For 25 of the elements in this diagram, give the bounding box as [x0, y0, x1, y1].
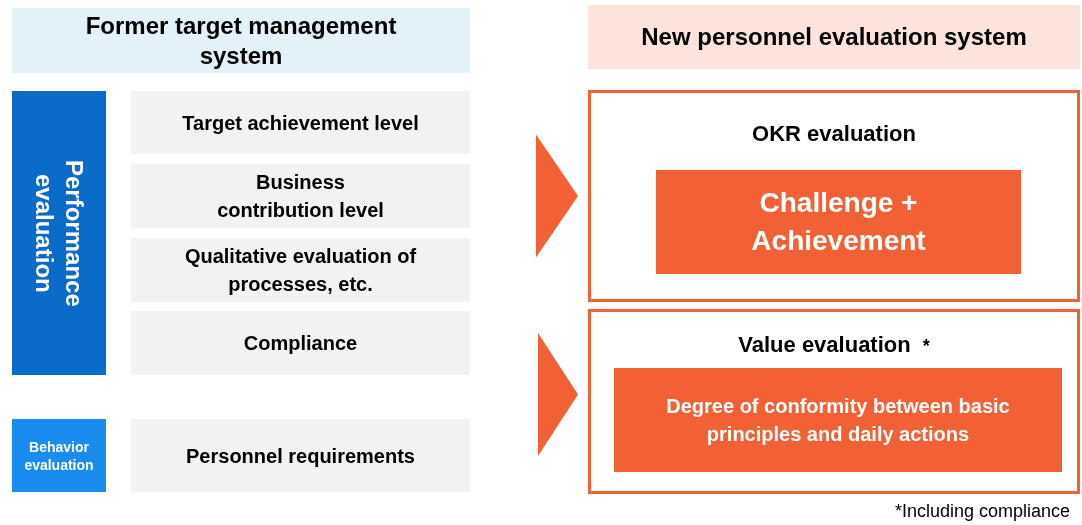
footnote: *Including compliance	[894, 500, 1070, 523]
evaluation-frame	[588, 309, 1080, 494]
category-bar	[12, 91, 106, 375]
node-label: OKR evaluation	[752, 120, 916, 148]
node-label: Challenge + Achievement	[750, 186, 927, 258]
node-label: Performance evaluation	[30, 158, 89, 309]
node-label: Personnel requirements	[185, 443, 416, 469]
chevron-arrow	[538, 333, 578, 456]
node-label: Qualitative evaluation of processes, etc.	[183, 244, 418, 297]
footnote-mark: *	[922, 335, 930, 358]
evaluation-frame	[588, 90, 1080, 302]
chevron-arrow	[536, 134, 578, 258]
result-box	[656, 170, 1021, 274]
node-label: Former target management system	[84, 10, 398, 71]
node-label: New personnel evaluation system	[641, 22, 1027, 52]
node-label: Degree of conformity between basic principles and daily actions	[665, 394, 1011, 447]
result-box	[614, 368, 1062, 472]
header-box	[588, 5, 1080, 69]
node-label: Target achievement level	[181, 110, 420, 136]
node-label: Business contribution level	[216, 170, 385, 223]
category-bar	[12, 419, 106, 492]
node-label: Compliance	[242, 331, 359, 356]
node-label: Value evaluation	[738, 331, 911, 359]
header-box	[12, 8, 470, 73]
node-label: Behavior evaluation	[23, 437, 95, 474]
